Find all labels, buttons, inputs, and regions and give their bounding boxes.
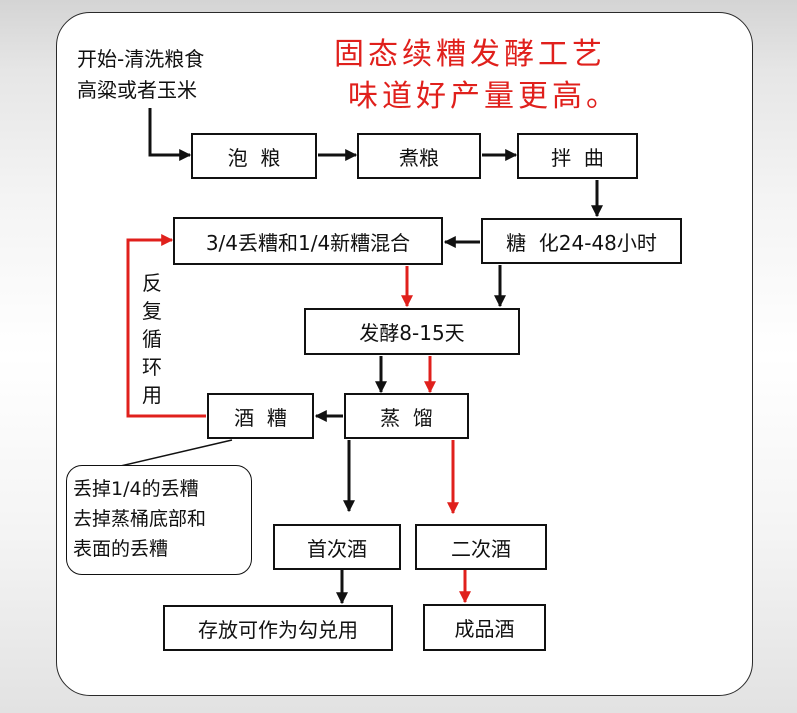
connector-spent-grain-to-note: [111, 439, 233, 469]
loop-label-char-4: 环: [142, 355, 162, 379]
title-line-2: 味道好产量更高。: [348, 79, 620, 114]
step-spent-grain: 酒 糟: [207, 393, 314, 439]
step-finished: 成品酒: [423, 604, 546, 651]
step-mix-qu: 拌 曲: [517, 133, 638, 179]
title-line-1: 固态续糟发酵工艺: [334, 37, 606, 72]
step-store: 存放可作为勾兑用: [163, 605, 393, 651]
step-cook: 煮粮: [357, 133, 481, 179]
discard-note: [66, 465, 252, 575]
start-line-2: 高粱或者玉米: [77, 78, 197, 102]
loop-label-char-3: 循: [142, 327, 162, 351]
start-line-1: 开始-清洗粮食: [77, 47, 205, 71]
loop-label-char-5: 用: [142, 383, 162, 407]
loop-label-char-1: 反: [142, 271, 162, 295]
step-blend: 3/4丢糟和1/4新糟混合: [173, 217, 443, 265]
step-saccharify: 糖 化24-48小时: [481, 218, 682, 264]
arrow-start-to-soak: [148, 108, 192, 161]
step-ferment: 发酵8-15天: [304, 308, 520, 355]
loop-label-char-2: 复: [142, 299, 162, 323]
discard-note-line-1: 丢掉1/4的丢糟: [73, 478, 199, 500]
step-first-liquor: 首次酒: [273, 524, 401, 570]
step-distill: 蒸 馏: [344, 393, 469, 439]
step-soak: 泡 粮: [191, 133, 317, 179]
step-second-liquor: 二次酒: [415, 524, 547, 570]
discard-note-line-2: 去掉蒸桶底部和: [73, 508, 207, 530]
arrow-loop-back: [126, 234, 206, 418]
discard-note-line-3: 表面的丢糟: [73, 538, 169, 560]
